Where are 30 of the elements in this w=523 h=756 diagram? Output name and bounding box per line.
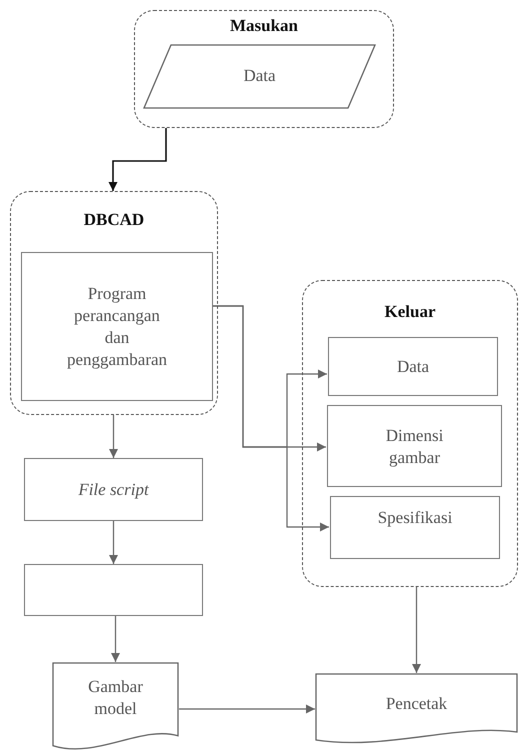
document-shape bbox=[315, 673, 518, 745]
dashed-group-box bbox=[10, 191, 218, 415]
node-label: File script bbox=[77, 479, 150, 501]
arrow bbox=[412, 587, 421, 673]
node-label: Dimensi gambar bbox=[384, 425, 444, 469]
process-box bbox=[24, 458, 203, 521]
node-label: Spesifikasi bbox=[376, 507, 454, 529]
node-label: Gambar model bbox=[87, 676, 144, 720]
input-parallelogram bbox=[143, 44, 376, 109]
arrow bbox=[109, 415, 118, 458]
arrow bbox=[111, 616, 120, 662]
dashed-group-box bbox=[302, 280, 518, 587]
process-box bbox=[330, 496, 500, 559]
dashed-group-box bbox=[134, 10, 394, 128]
node-label: Pencetak bbox=[384, 693, 448, 715]
arrow bbox=[212, 305, 329, 532]
node-label: Program perancangan dan penggambaran bbox=[66, 283, 168, 371]
group-title: Masukan bbox=[228, 15, 300, 37]
process-box bbox=[24, 564, 203, 616]
process-box bbox=[328, 337, 498, 396]
group-title: DBCAD bbox=[82, 209, 146, 231]
arrow bbox=[179, 704, 315, 714]
node-label: Data bbox=[242, 65, 277, 87]
document-shape bbox=[52, 662, 179, 752]
process-box bbox=[21, 252, 213, 401]
arrow bbox=[109, 521, 118, 564]
process-box bbox=[327, 405, 502, 487]
group-title: Keluar bbox=[384, 301, 436, 323]
node-label: Data bbox=[396, 356, 430, 378]
arrow bbox=[108, 128, 167, 191]
